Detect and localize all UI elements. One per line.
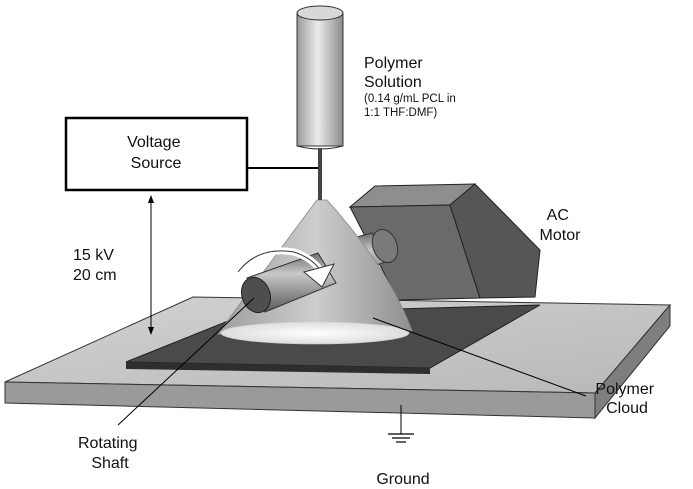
motor-side <box>449 183 541 299</box>
rotating-shaft-label: Rotating Shaft <box>78 435 142 472</box>
shaft-leader-line <box>117 297 255 426</box>
cloud-leader-line <box>372 317 587 397</box>
cone-base <box>220 321 410 345</box>
platform-side <box>594 303 671 420</box>
voltage-value-label: 15 kV <box>73 247 114 264</box>
rotation-arrow <box>234 247 335 288</box>
polymer-solution-detail: (0.14 g/mL PCL in 1:1 THF:DMF) <box>364 93 459 119</box>
voltage-source-box <box>64 116 249 192</box>
rotation-arrowhead <box>302 263 335 288</box>
polymer-cloud-label: Polymer Cloud <box>595 381 658 417</box>
voltage-source <box>64 116 318 192</box>
ground-symbol <box>388 405 414 443</box>
polymer-syringe <box>296 5 344 200</box>
syringe-needle <box>318 148 322 200</box>
polymer-solution-label: Polymer Solution <box>364 55 427 91</box>
rotating-shaft <box>240 252 337 314</box>
voltage-source-label: Voltage Source <box>127 134 185 172</box>
collector-plate-edge <box>126 362 430 374</box>
ac-motor <box>348 183 541 301</box>
shaft-end <box>240 276 272 314</box>
distance-value-label: 20 cm <box>73 267 117 284</box>
distance-arrow <box>148 195 154 335</box>
ground-label: Ground <box>376 471 429 488</box>
ac-motor-label: AC Motor <box>540 207 582 244</box>
syringe-top <box>296 5 344 21</box>
syringe-body <box>296 12 344 147</box>
